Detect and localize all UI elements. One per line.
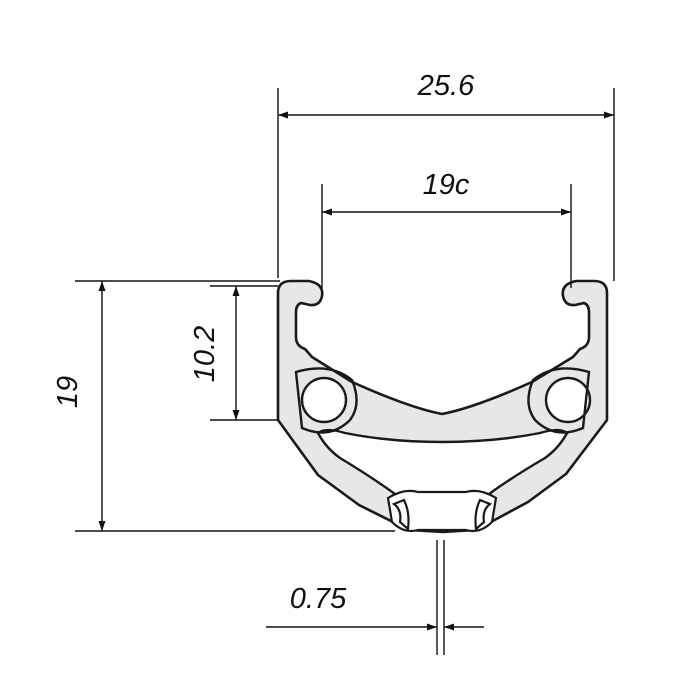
- dimension-bead-hook-height: 10.2: [189, 285, 278, 421]
- right-chamber-ring: [527, 367, 591, 434]
- dimension-wall-thickness: 0.75: [266, 540, 484, 655]
- nipple-eyelet: [386, 489, 498, 533]
- rim-profile: [276, 279, 609, 534]
- right-chamber-hole: [544, 376, 592, 424]
- height-label: 19: [52, 376, 84, 408]
- left-chamber-hole: [300, 376, 348, 424]
- dimension-inner-width: 19c: [321, 169, 572, 288]
- dimension-outer-width: 25.6: [277, 70, 615, 281]
- left-chamber-ring: [294, 367, 358, 434]
- wall-thickness-label: 0.75: [290, 583, 347, 615]
- outer-width-label: 25.6: [417, 70, 475, 102]
- bead-hook-height-label: 10.2: [189, 326, 221, 382]
- inner-width-label: 19c: [423, 169, 470, 201]
- dimension-height: 19: [52, 280, 395, 532]
